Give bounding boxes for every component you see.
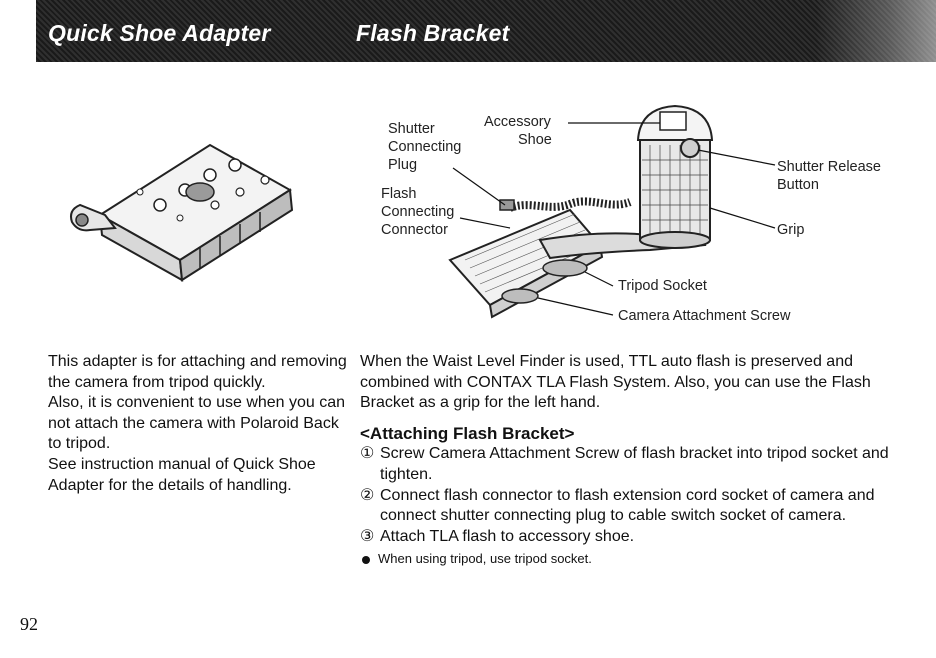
page-number: 92 — [20, 614, 38, 634]
label-line: Connecting — [381, 204, 455, 220]
step-number: ③ — [360, 527, 375, 545]
section-title-flash-bracket: Flash Bracket — [356, 20, 510, 46]
flash-bracket-description: When the Waist Level Finder is used, TTL… — [360, 352, 920, 570]
leader-camera-screw — [537, 297, 614, 316]
leader-shutter-release — [697, 149, 776, 166]
leader-flash-connector — [459, 217, 511, 229]
label-accessory-shoe: Accessory Shoe — [484, 113, 552, 149]
paragraph: Also, it is convenient to use when you c… — [48, 394, 346, 453]
step-number: ② — [360, 486, 375, 504]
step-text: Screw Camera Attachment Screw of flash b… — [380, 445, 889, 483]
label-flash-connecting-connector: Flash Connecting Connector — [381, 185, 454, 239]
label-line: Plug — [388, 157, 418, 173]
step-text: Connect flash connector to flash extensi… — [380, 486, 875, 525]
step-text: Attach TLA flash to accessory shoe. — [380, 527, 635, 545]
paragraph: This adapter is for attaching and removi… — [48, 353, 347, 391]
paragraph: See instruction manual of Quick Shoe Ada… — [48, 455, 316, 494]
label-camera-attachment-screw: Camera Attachment Screw — [618, 308, 791, 324]
intro-paragraph: When the Waist Level Finder is used, TTL… — [360, 353, 871, 412]
flash-bracket-illustration — [448, 104, 776, 319]
section-title-quick-shoe-adapter: Quick Shoe Adapter — [48, 20, 271, 46]
step-item: ① Screw Camera Attachment Screw of flash… — [360, 444, 920, 485]
label-line: Button — [777, 177, 819, 193]
step-item: ③ Attach TLA flash to accessory shoe. — [360, 527, 920, 548]
note: When using tripod, use tripod socket. — [360, 549, 920, 570]
step-item: ② Connect flash connector to flash exten… — [360, 486, 920, 527]
label-line: Shutter — [388, 121, 435, 137]
label-shutter-connecting-plug: Shutter Connecting Plug — [388, 120, 461, 174]
quick-shoe-description: This adapter is for attaching and removi… — [48, 352, 348, 496]
label-line: Connector — [381, 222, 448, 238]
attaching-heading: <Attaching Flash Bracket> — [360, 423, 575, 443]
leader-grip — [709, 207, 776, 229]
step-number: ① — [360, 445, 375, 463]
header-fade — [816, 0, 936, 62]
quick-shoe-adapter-illustration — [70, 143, 294, 282]
header-bar — [36, 0, 936, 62]
label-line: Flash — [381, 186, 417, 202]
label-shutter-release-button: Shutter Release Button — [777, 158, 881, 194]
label-line: Connecting — [388, 139, 462, 155]
note-text: When using tripod, use tripod socket. — [378, 551, 592, 567]
label-line: Shoe — [518, 132, 552, 148]
leader-tripod-socket — [584, 271, 614, 287]
label-line: Accessory — [484, 114, 551, 130]
bullet-icon — [362, 555, 370, 564]
label-tripod-socket: Tripod Socket — [618, 278, 707, 294]
leader-shutter-plug — [452, 167, 506, 206]
label-line: Shutter Release — [777, 159, 881, 175]
label-grip: Grip — [777, 222, 805, 238]
